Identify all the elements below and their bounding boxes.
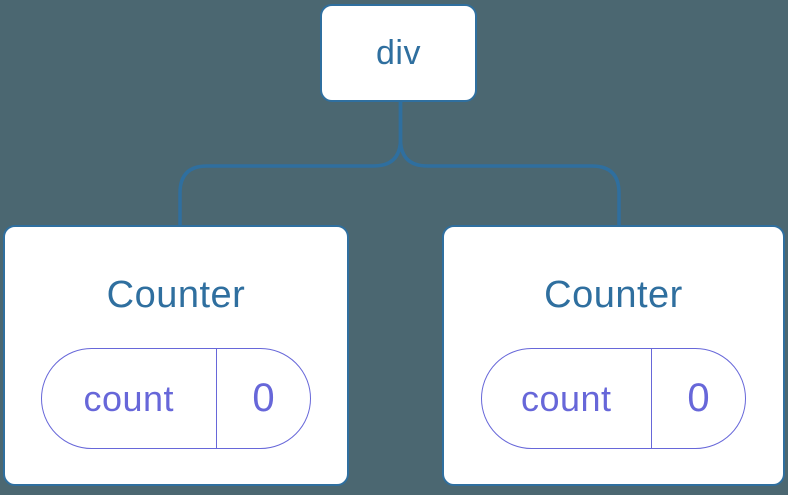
state-value: 0 <box>252 376 275 420</box>
pill-divider <box>215 349 217 448</box>
state-pill: count 0 <box>481 348 746 449</box>
state-key-label: count <box>520 377 612 419</box>
counter-card-title: Counter <box>544 274 683 316</box>
connector-right-branch <box>398 102 621 226</box>
state-value: 0 <box>687 376 710 420</box>
root-node-div: div <box>320 4 477 102</box>
connector-left-branch <box>178 102 403 226</box>
pill-divider <box>650 349 652 448</box>
counter-card-left: Counter count 0 <box>3 225 349 486</box>
root-node-label: div <box>376 33 421 72</box>
state-pill: count 0 <box>41 348 311 449</box>
counter-card-right: Counter count 0 <box>442 225 785 486</box>
state-key-label: count <box>83 377 175 419</box>
counter-card-title: Counter <box>106 274 246 316</box>
